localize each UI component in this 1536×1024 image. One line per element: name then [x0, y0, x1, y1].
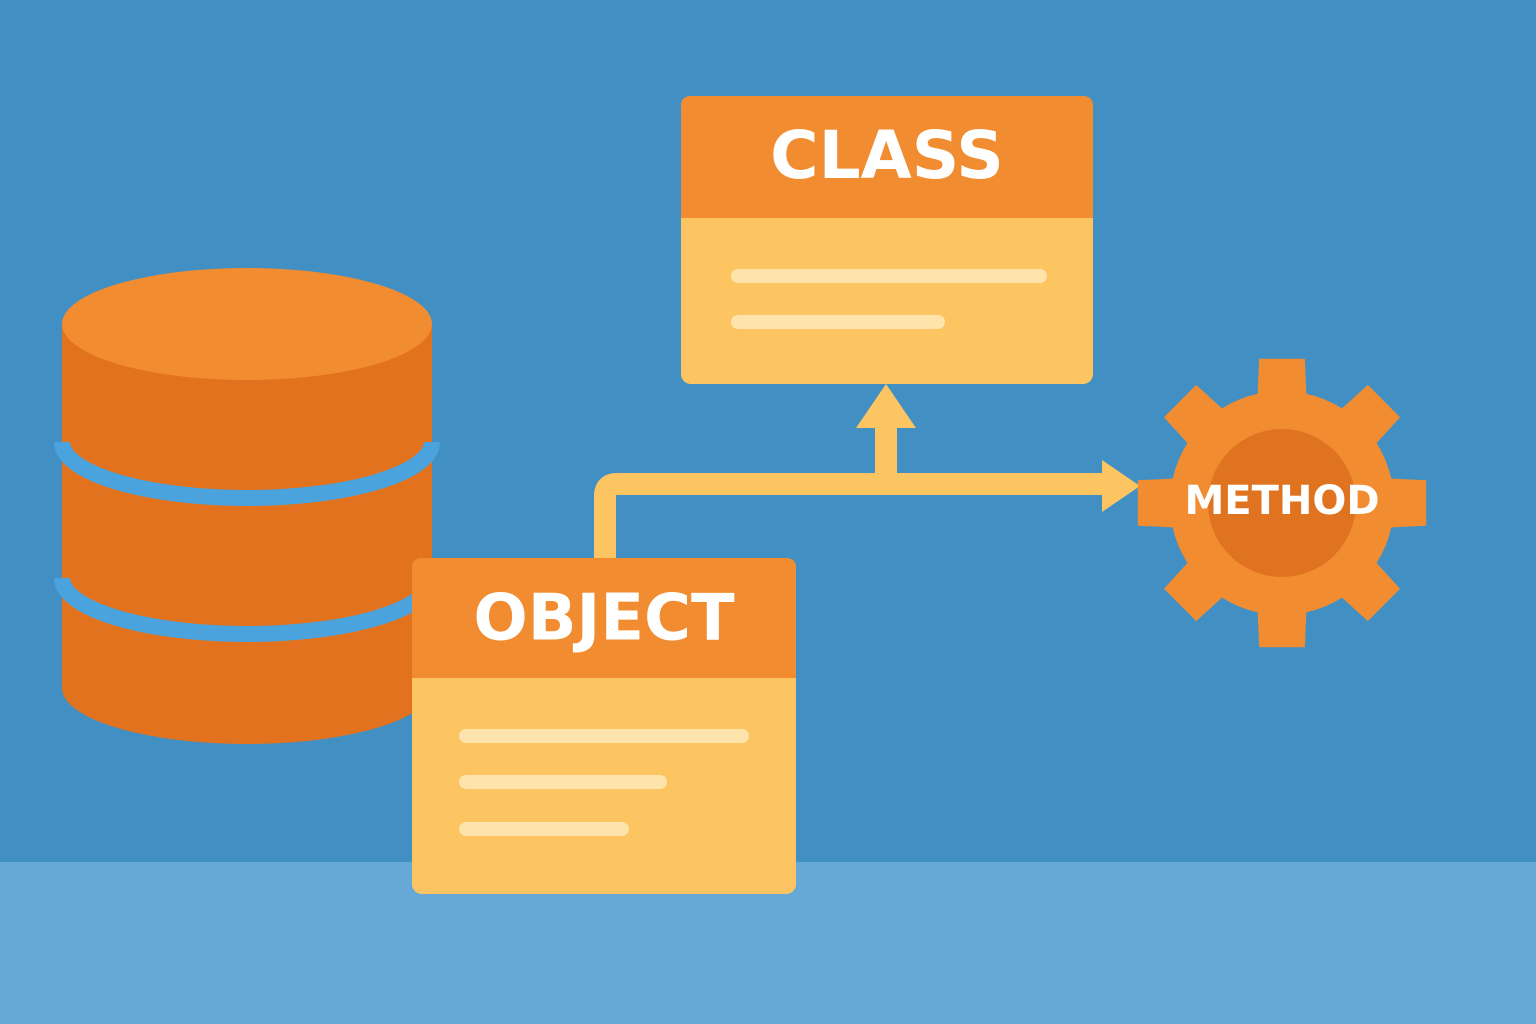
gear-hub [1208, 429, 1356, 577]
method-gear: METHOD [1137, 358, 1427, 648]
database-bottom [62, 632, 432, 744]
method-label: METHOD [1184, 478, 1379, 524]
object-box-header [412, 558, 796, 678]
class-box-title: CLASS [770, 117, 1004, 194]
object-box: OBJECT [412, 558, 796, 894]
object-box-title: OBJECT [473, 582, 735, 656]
database-band-lower [54, 577, 440, 642]
class-box: CLASS [681, 96, 1093, 384]
arrow-head-up-icon [856, 384, 916, 428]
database-top [62, 268, 432, 380]
connector-object-to-class [594, 420, 897, 560]
database-band-upper [54, 441, 440, 506]
database-icon [54, 268, 440, 744]
connector-arrows [594, 384, 1140, 560]
arrow-head-right-icon [1102, 460, 1140, 512]
class-box-header [681, 96, 1093, 218]
